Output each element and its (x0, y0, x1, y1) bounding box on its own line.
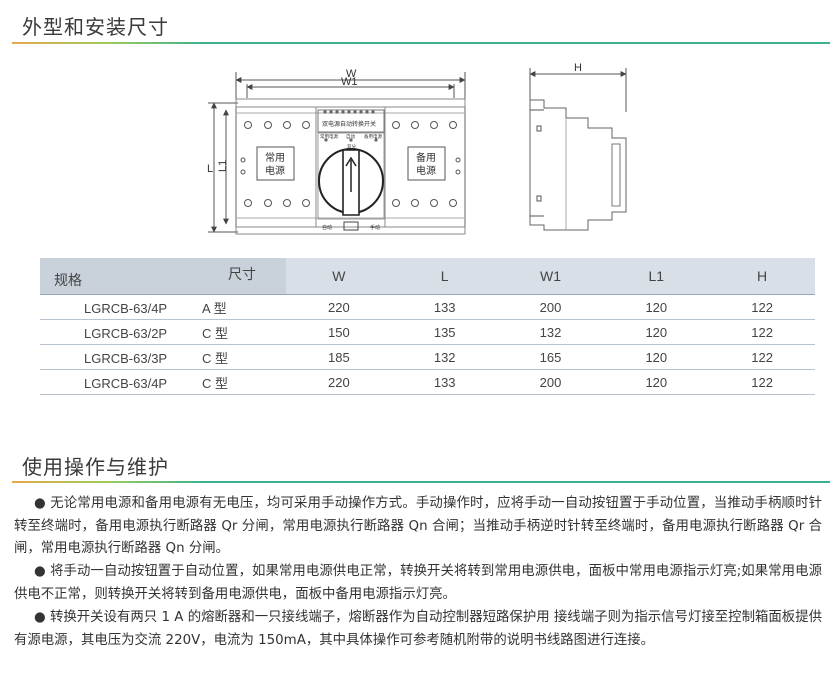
table-row: LGRCB-63/4P A 型 220 133 200 120 122 (40, 295, 815, 320)
dial-label-top: 双分 (347, 143, 356, 150)
dim-label-l: L (207, 163, 213, 175)
table-row: LGRCB-63/4P C 型 220 133 200 120 122 (40, 370, 815, 395)
right-box-line1: 备用 (416, 151, 436, 164)
table-cell: 120 (645, 299, 668, 315)
table-header-row: 尺寸 规格 W L W1 L1 H (40, 258, 815, 295)
left-box-line2: 电源 (265, 164, 285, 177)
table-cell: 150 (328, 324, 350, 340)
model-type: C 型 (202, 325, 229, 341)
dial-label-mid: 自动 (346, 133, 355, 140)
paragraph-auto-operation: ● 将手动一自动按钮置于自动位置，如果常用电源供电正常，转换开关将转到常用电源供… (14, 564, 822, 602)
header-cell: L1 (603, 258, 710, 295)
outline-drawing: W W1 L L1 H 双电源自动转换开关 常用 电源 备用 电源 常用电源 自… (207, 62, 627, 235)
model-type: C 型 (202, 375, 229, 391)
model-code: LGRCB-63/2P (84, 325, 168, 341)
right-box-line2: 电源 (416, 164, 436, 177)
table-cell: 122 (751, 324, 773, 340)
table-row: LGRCB-63/3P C 型 185 132 165 120 122 (40, 345, 815, 370)
model-cell: LGRCB-63/2P C 型 (40, 320, 286, 345)
dim-label-w: W (346, 68, 357, 80)
model-code: LGRCB-63/4P (84, 300, 168, 316)
table-corner-cell: 尺寸 规格 (40, 258, 286, 295)
dim-label-w1: W1 (341, 76, 358, 88)
table-cell: 135 (433, 324, 456, 340)
table-cell: 132 (539, 324, 562, 340)
model-cell: LGRCB-63/3P C 型 (40, 345, 286, 370)
dim-label-l1: L1 (217, 160, 229, 172)
dim-label-h: H (574, 62, 582, 74)
model-code: LGRCB-63/4P (84, 375, 168, 391)
table-cell: 120 (645, 374, 668, 390)
panel-title: 双电源自动转换开关 (322, 120, 376, 128)
header-cell: L (391, 258, 498, 295)
table-cell: 220 (328, 299, 350, 315)
section-title-dimensions: 外型和安装尺寸 (22, 15, 169, 39)
paragraph-manual-operation: ● 无论常用电源和备用电源有无电压，均可采用手动操作方式。手动操作时，应将手动一… (14, 496, 822, 556)
dimensions-table: 尺寸 规格 W L W1 L1 H LGRCB-63/4P A 型 220 133… (40, 258, 815, 395)
table-cell: 120 (645, 349, 668, 365)
table-cell: 133 (433, 299, 456, 315)
bottom-label-left: 自动 (322, 224, 332, 231)
dial-label-left: 常用电源 (320, 133, 338, 140)
paragraph-fuse-terminal: ● 转换开关设有两只 1 A 的熔断器和一只接线端子，熔断器作为自动控制器短路保… (14, 610, 822, 648)
model-code: LGRCB-63/3P (84, 350, 168, 366)
table-cell: 120 (645, 324, 668, 340)
dial-label-right: 备用电源 (364, 133, 382, 140)
header-cell: H (709, 258, 815, 295)
bottom-label-right: 手动 (370, 224, 380, 231)
corner-label-size: 尺寸 (228, 266, 256, 282)
model-cell: LGRCB-63/4P C 型 (40, 370, 286, 395)
table-cell: 122 (751, 374, 773, 390)
table-row: LGRCB-63/2P C 型 150 135 132 120 122 (40, 320, 815, 345)
left-box-line1: 常用 (265, 151, 285, 164)
section-divider (12, 481, 830, 483)
table-cell: 132 (433, 349, 456, 365)
table-cell: 200 (539, 299, 562, 315)
model-type: A 型 (202, 300, 227, 316)
table-cell: 220 (328, 374, 350, 390)
table-cell: 122 (751, 349, 773, 365)
table-cell: 133 (433, 374, 456, 390)
section-divider (12, 42, 830, 44)
header-cell: W (286, 258, 392, 295)
model-type: C 型 (202, 350, 229, 366)
corner-label-spec: 规格 (54, 272, 82, 288)
table-cell: 200 (539, 374, 562, 390)
table-cell: 185 (328, 349, 350, 365)
table-cell: 122 (751, 299, 773, 315)
table-cell: 165 (539, 349, 562, 365)
section-title-operation: 使用操作与维护 (22, 455, 169, 479)
header-cell: W1 (497, 258, 604, 295)
model-cell: LGRCB-63/4P A 型 (40, 295, 286, 320)
